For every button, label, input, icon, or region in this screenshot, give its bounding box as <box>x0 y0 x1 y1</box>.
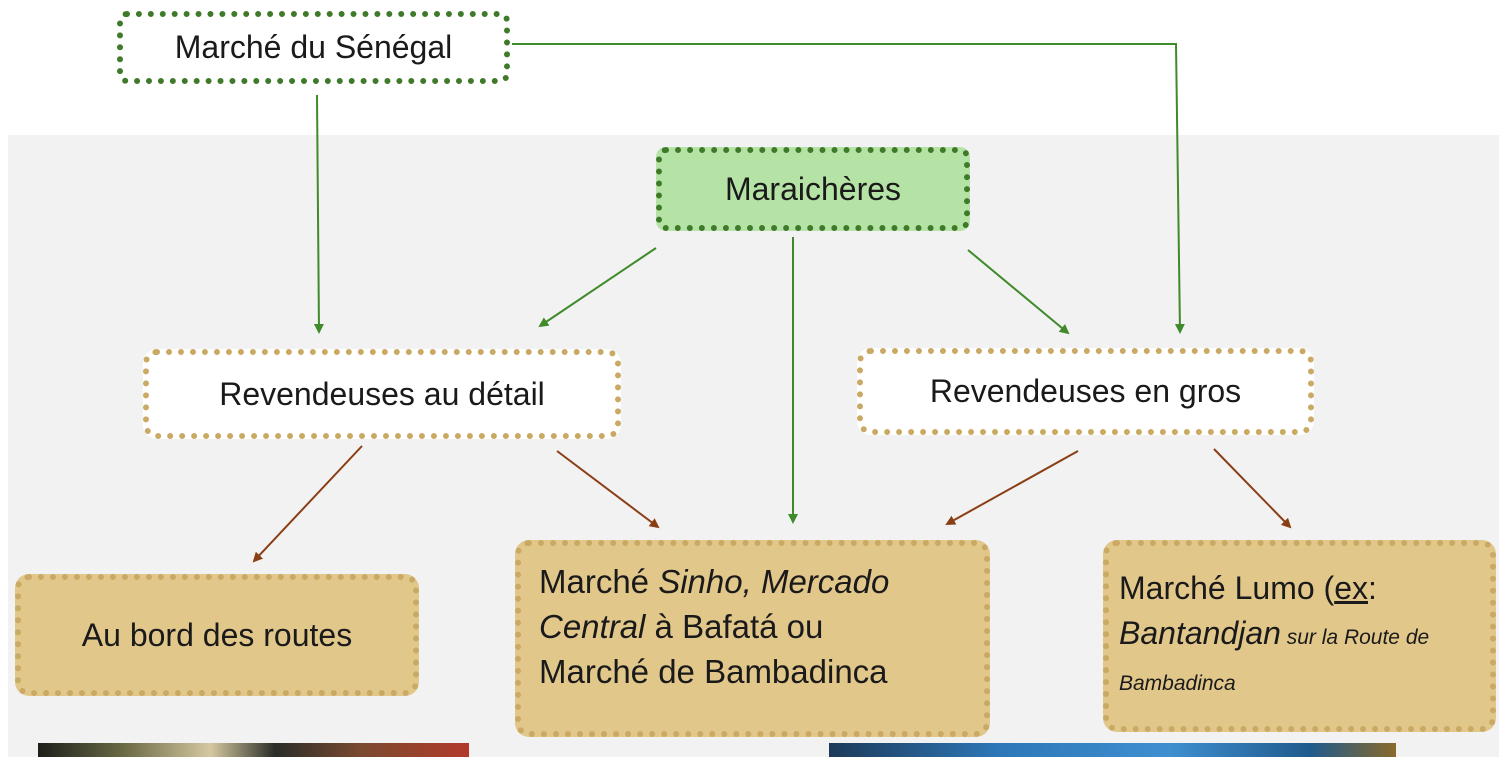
arrow-maraicheres-to-gros <box>967 249 1070 335</box>
node-maraicheres-label: Maraichères <box>724 170 902 207</box>
sinho-line3: Marché de Bambadinca <box>539 652 888 690</box>
node-marche-lumo: Marché Lumo (ex: Bantandjan sur la Route… <box>1103 540 1496 732</box>
node-maraicheres: Maraichères <box>656 147 970 231</box>
arrow-detail-to-routes <box>252 445 363 563</box>
node-bord-des-routes: Au bord des routes <box>15 574 419 696</box>
node-revendeuses-detail: Revendeuses au détail <box>143 349 621 439</box>
arrow-gros-to-sinho <box>945 450 1079 525</box>
lumo-pre: Marché Lumo ( <box>1119 570 1335 606</box>
arrow-gros-to-lumo <box>1213 448 1292 529</box>
node-marche-sinho-text: Marché Sinho, Mercado Central à Bafatá o… <box>539 560 889 695</box>
sinho-line2-italic: Central <box>539 607 646 645</box>
node-marche-senegal-label: Marché du Sénégal <box>174 29 453 66</box>
arrow-maraicheres-to-detail <box>538 247 657 328</box>
lumo-colon: : <box>1367 570 1377 606</box>
node-marche-lumo-text: Marché Lumo (ex: Bantandjan sur la Route… <box>1119 566 1490 702</box>
node-revendeuses-gros: Revendeuses en gros <box>857 348 1314 435</box>
lumo-italic-small: sur la Route de Bambadinca <box>1119 626 1430 695</box>
node-marche-sinho: Marché Sinho, Mercado Central à Bafatá o… <box>515 540 990 737</box>
sinho-line1-italic: Sinho, Mercado <box>658 563 890 600</box>
right-photo <box>829 743 1396 757</box>
arrow-senegal-to-gros <box>512 43 1185 334</box>
left-photo <box>38 743 469 757</box>
lumo-underlined: ex <box>1334 570 1368 606</box>
arrow-senegal-to-detail <box>313 94 324 334</box>
node-revendeuses-gros-label: Revendeuses en gros <box>929 373 1242 410</box>
node-revendeuses-detail-label: Revendeuses au détail <box>219 375 545 412</box>
arrow-detail-to-sinho <box>556 450 660 529</box>
lumo-italic-main: Bantandjan <box>1119 615 1281 652</box>
sinho-line2-post: à Bafatá ou <box>645 607 824 645</box>
node-bord-des-routes-label: Au bord des routes <box>81 616 353 653</box>
sinho-line1-pre: Marché <box>539 563 659 600</box>
node-marche-senegal: Marché du Sénégal <box>117 11 510 84</box>
